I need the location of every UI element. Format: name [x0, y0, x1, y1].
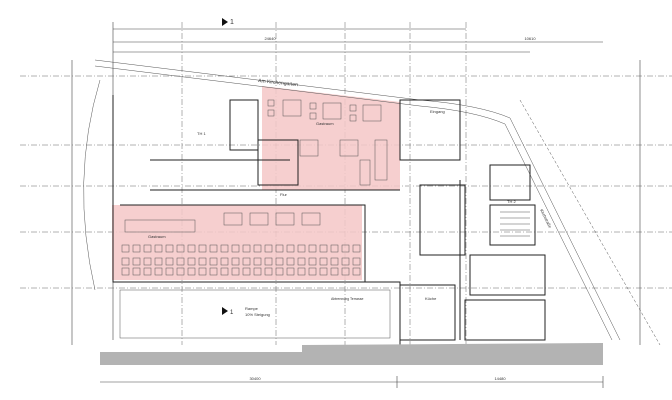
chair: [264, 267, 273, 276]
chair: [187, 267, 196, 276]
chair: [286, 257, 295, 266]
chair: [242, 267, 251, 276]
chair: [154, 257, 163, 266]
ramp-label: Rampe: [245, 306, 259, 311]
terrace-note: Abtrennung Terrasse: [331, 297, 363, 301]
dimension-bottom-left: 30400: [249, 376, 261, 381]
chair: [187, 244, 196, 253]
building-walls: [112, 95, 546, 345]
chair: [176, 244, 185, 253]
street-label-top: Am Kirchengarten: [258, 78, 299, 88]
chair: [231, 267, 240, 276]
chair: [242, 257, 251, 266]
chair: [198, 244, 207, 253]
chair: [253, 257, 262, 266]
chair: [308, 244, 317, 253]
foundation-band: [100, 343, 603, 365]
chair: [286, 244, 295, 253]
section-marker-top: 1: [222, 18, 234, 26]
chair: [231, 244, 240, 253]
chair: [132, 244, 141, 253]
section-marker-bottom: 1: [222, 307, 234, 316]
street-label-right: Kirchstraße: [539, 208, 553, 229]
svg-text:1: 1: [230, 310, 234, 316]
chair: [165, 244, 174, 253]
chair: [319, 244, 328, 253]
chair: [231, 257, 240, 266]
chair: [220, 267, 229, 276]
chair: [132, 267, 141, 276]
tables-bottom: [121, 212, 361, 276]
stairs-left-label: TH 1: [197, 131, 206, 136]
chair: [253, 244, 262, 253]
chair: [165, 267, 174, 276]
chair: [341, 257, 350, 266]
highlight-zone-bottom: [112, 205, 362, 280]
chair: [330, 244, 339, 253]
ramp-note: 10% Steigung: [245, 312, 270, 317]
chair: [220, 257, 229, 266]
chair: [220, 244, 229, 253]
chair: [286, 267, 295, 276]
chair: [264, 257, 273, 266]
chair: [143, 267, 152, 276]
chair: [352, 257, 361, 266]
chair: [297, 244, 306, 253]
chair: [341, 267, 350, 276]
chair: [209, 244, 218, 253]
chair: [308, 267, 317, 276]
staircase: [500, 211, 530, 237]
svg-text:1: 1: [230, 19, 234, 26]
chair: [253, 267, 262, 276]
kitchen-label: Küche: [425, 296, 437, 301]
chair: [198, 257, 207, 266]
chair: [143, 257, 152, 266]
dining-bottom-label: Gastraum: [148, 234, 166, 239]
chair: [330, 267, 339, 276]
chair: [319, 257, 328, 266]
chair: [352, 267, 361, 276]
corridor-label: Flur: [280, 192, 288, 197]
chair: [121, 244, 130, 253]
tables-top: [267, 99, 388, 186]
dining-top-label: Gastraum: [316, 121, 334, 126]
chair: [176, 267, 185, 276]
structural-grid: [20, 22, 672, 345]
stairs-label: TH 2: [507, 199, 516, 204]
chair: [143, 244, 152, 253]
chair: [297, 257, 306, 266]
chair: [275, 257, 284, 266]
chair: [209, 257, 218, 266]
chair: [198, 267, 207, 276]
dimension-top-right: 10610: [524, 36, 536, 41]
top-dimension-lines: [112, 22, 603, 340]
chair: [341, 244, 350, 253]
chair: [154, 244, 163, 253]
chair: [297, 267, 306, 276]
chair: [242, 244, 251, 253]
dimension-bottom-right: 14480: [494, 376, 506, 381]
chair: [330, 257, 339, 266]
chair: [308, 257, 317, 266]
chair: [352, 244, 361, 253]
chair: [176, 257, 185, 266]
chair: [209, 267, 218, 276]
chair: [275, 244, 284, 253]
chair: [132, 257, 141, 266]
highlight-zone-top: [262, 86, 400, 190]
chair: [264, 244, 273, 253]
chair: [154, 267, 163, 276]
chair: [319, 267, 328, 276]
chair: [121, 267, 130, 276]
entrance-label: Eingang: [430, 109, 445, 114]
chair: [121, 257, 130, 266]
dimension-top-total: 24640: [264, 36, 276, 41]
chair: [275, 267, 284, 276]
chair: [165, 257, 174, 266]
chair: [187, 257, 196, 266]
